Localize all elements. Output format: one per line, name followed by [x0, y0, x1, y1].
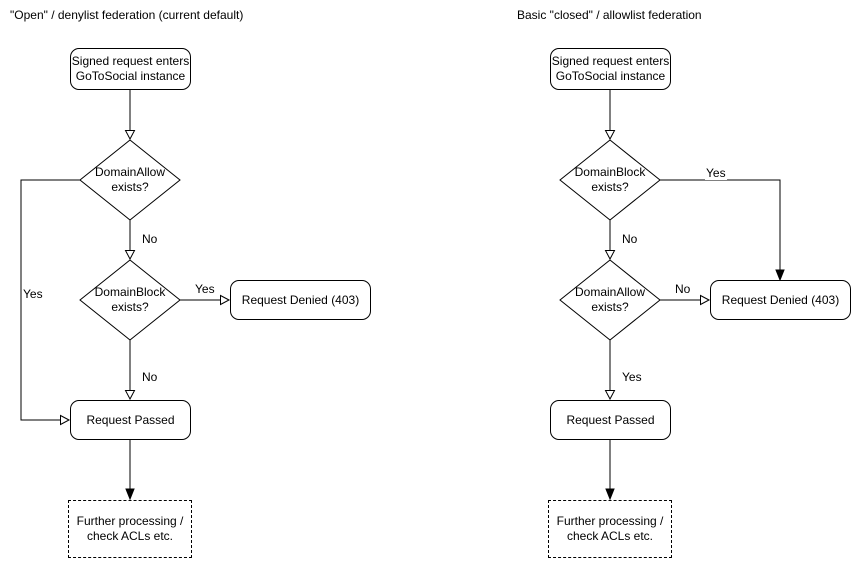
right-further-processing-node: Further processing / check ACLs etc. — [548, 500, 672, 558]
edge-right-decision2-yes — [604, 340, 616, 401]
left-denied-node: Request Denied (403) — [230, 280, 371, 320]
edge-right-decision1-yes — [660, 179, 785, 282]
right-decision1-label: DomainBlock exists? — [574, 165, 646, 194]
edge-right-decision2-no — [660, 294, 711, 306]
right-passed-node: Request Passed — [550, 400, 671, 440]
edge-left-start-to-decision1 — [124, 90, 136, 141]
left-decision2-no-label: No — [141, 370, 159, 384]
right-decision2-no-label: No — [674, 282, 692, 296]
right-decision2-diamond — [559, 259, 661, 341]
edge-right-passed-to-further — [605, 440, 615, 501]
edge-left-decision1-yes — [20, 179, 80, 426]
edge-left-decision2-no — [124, 340, 136, 401]
edge-right-decision1-no — [604, 220, 616, 261]
left-passed-node: Request Passed — [70, 400, 191, 440]
left-start-node: Signed request enters GoToSocial instanc… — [70, 48, 191, 90]
left-decision2-diamond — [79, 259, 181, 341]
right-decision1-diamond — [559, 139, 661, 221]
left-decision2-label: DomainBlock exists? — [94, 285, 166, 314]
edge-left-passed-to-further — [125, 440, 135, 501]
right-diagram-title: Basic "closed" / allowlist federation — [517, 8, 702, 22]
left-decision1-label: DomainAllow exists? — [94, 165, 166, 194]
right-decision1-yes-label: Yes — [705, 166, 727, 180]
edge-left-decision2-yes — [180, 294, 231, 306]
right-start-node: Signed request enters GoToSocial instanc… — [550, 48, 671, 90]
left-decision1-yes-label: Yes — [22, 287, 44, 301]
left-further-processing-node: Further processing / check ACLs etc. — [68, 500, 192, 558]
edge-right-start-to-decision1 — [604, 90, 616, 141]
left-decision1-diamond — [79, 139, 181, 221]
left-decision2-yes-label: Yes — [194, 282, 216, 296]
right-denied-node: Request Denied (403) — [710, 280, 851, 320]
left-decision1-no-label: No — [141, 232, 159, 246]
right-decision2-label: DomainAllow exists? — [574, 285, 646, 314]
right-decision1-no-label: No — [621, 232, 639, 246]
edge-left-decision1-no — [124, 220, 136, 261]
left-diagram-title: "Open" / denylist federation (current de… — [10, 8, 244, 22]
right-decision2-yes-label: Yes — [621, 370, 643, 384]
